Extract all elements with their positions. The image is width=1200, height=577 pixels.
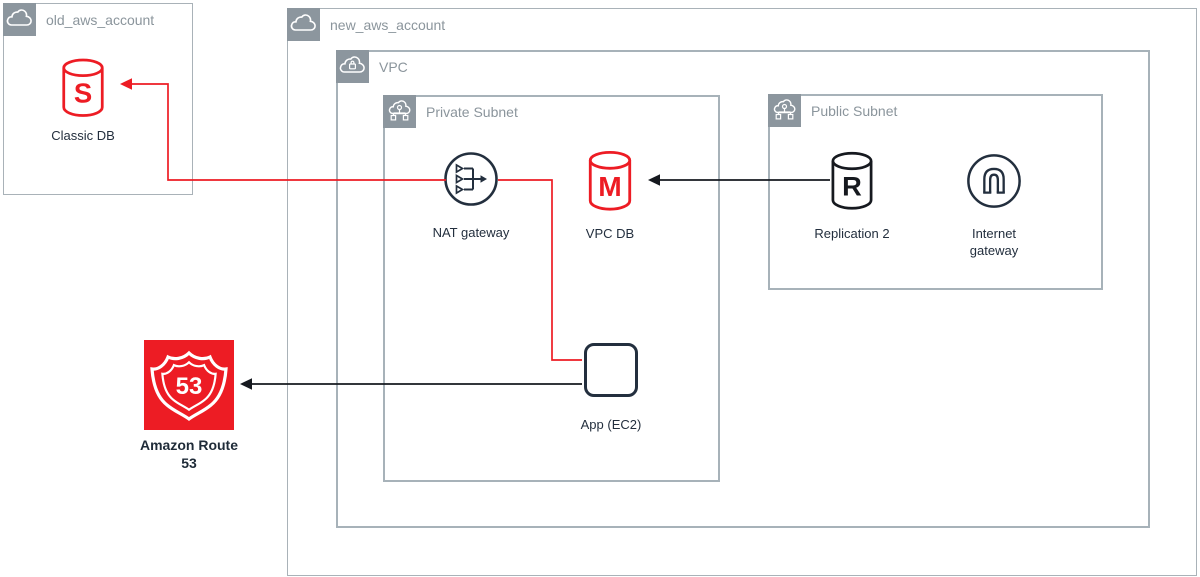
db-letter: M (598, 170, 621, 202)
group-new-aws-account: new_aws_account (287, 8, 1197, 576)
node-label: Classic DB (51, 128, 115, 143)
group-title: old_aws_account (46, 11, 155, 28)
node-amazon-route-53: 53 Amazon Route 53 (134, 340, 244, 472)
group-title: Private Subnet (426, 103, 518, 120)
node-label: NAT gateway (432, 225, 510, 240)
node-label: Replication 2 (814, 226, 890, 241)
group-vpc: VPC (336, 50, 1150, 528)
database-icon: M (588, 150, 632, 211)
internet-gateway-icon (967, 154, 1021, 208)
nat-gateway-icon (444, 152, 498, 206)
subnet-icon (383, 95, 416, 128)
db-letter: S (74, 78, 92, 109)
group-title: VPC (379, 58, 408, 75)
group-header: Public Subnet (768, 94, 897, 127)
group-header: Private Subnet (383, 95, 518, 128)
database-icon: S (62, 58, 104, 117)
node-label: App (EC2) (580, 417, 642, 432)
group-header: new_aws_account (287, 8, 445, 41)
group-header: VPC (336, 50, 408, 83)
route-53-icon: 53 (144, 340, 234, 430)
database-icon: R (831, 151, 873, 210)
route-53-badge: 53 (176, 373, 203, 400)
node-label: Internet gateway (969, 226, 1019, 258)
cloud-lock-icon (336, 50, 369, 83)
ec2-instance-icon (584, 343, 638, 397)
node-classic-db: S Classic DB (23, 57, 143, 145)
group-public-subnet: Public Subnet (768, 94, 1103, 290)
node-nat-gateway: NAT gateway (411, 151, 531, 242)
node-internet-gateway: Internet gateway (952, 152, 1036, 260)
node-replication-2: R Replication 2 (792, 151, 912, 243)
node-app-ec2: App (EC2) (551, 343, 671, 434)
node-vpc-db: M VPC DB (550, 150, 670, 243)
group-header: old_aws_account (3, 3, 154, 36)
cloud-icon (287, 8, 320, 41)
group-title: Public Subnet (811, 102, 898, 119)
node-label: Amazon Route 53 (140, 437, 238, 472)
subnet-icon (768, 94, 801, 127)
node-label: VPC DB (585, 226, 635, 241)
cloud-icon (3, 3, 36, 36)
db-letter: R (842, 171, 862, 202)
group-title: new_aws_account (330, 16, 446, 33)
group-old-aws-account: old_aws_account (3, 3, 193, 195)
